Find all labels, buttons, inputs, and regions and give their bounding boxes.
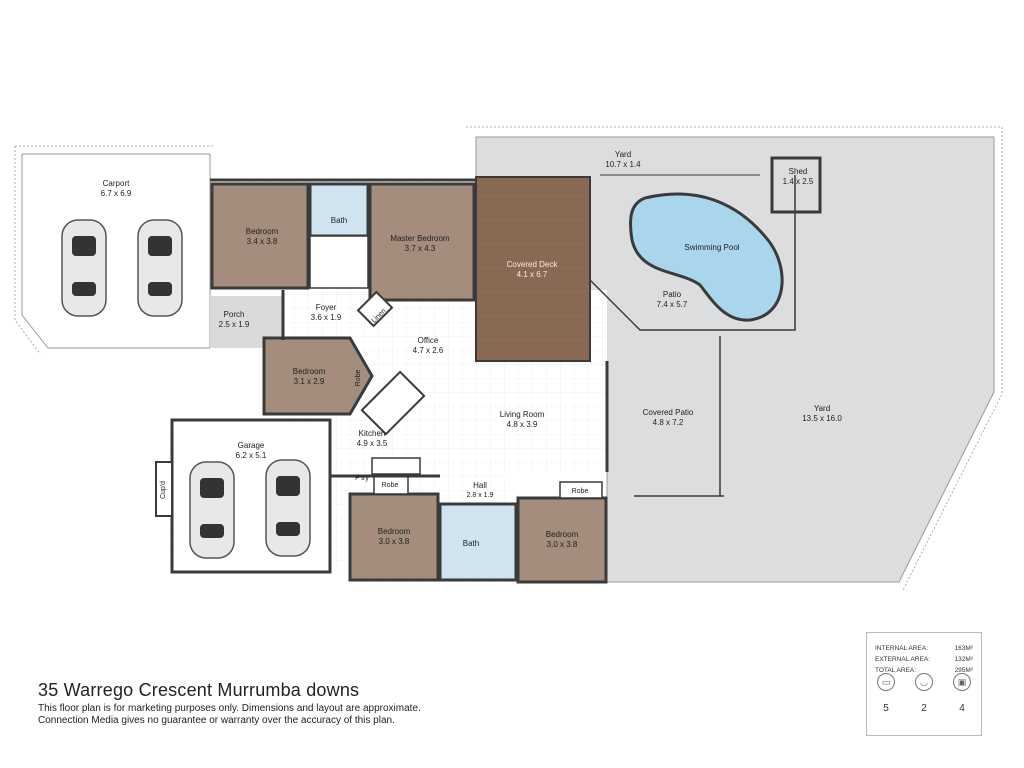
internal-area-label: INTERNAL AREA: [875,645,928,652]
kitchen-name: Kitchen [359,429,386,438]
yard-big-dim: 13.5 x 16.0 [802,414,842,423]
bathroom-count: ◡ 2 [911,673,937,714]
deck-name: Covered Deck [507,260,559,269]
cupd-name: Cup'd [160,481,167,499]
living-name: Living Room [500,410,545,419]
kitchen-bench [360,370,426,436]
car-space-count-value: 4 [959,703,965,714]
robe-sw-name: Robe [382,482,399,489]
internal-area-row: INTERNAL AREA: 163M² [867,645,981,652]
bathroom-count-value: 2 [921,703,927,714]
feature-counts: ▭ 5 ◡ 2 ▣ 4 [867,673,981,714]
patio-name: Patio [663,290,682,299]
bedroom-se [516,496,608,584]
external-area-value: 132M² [954,656,973,663]
master-dim: 3.7 x 4.3 [405,244,436,253]
total-area-value: 295M² [954,667,973,674]
bedroom-nw-dim: 3.4 x 3.8 [247,237,278,246]
car-icon [189,461,235,559]
hall-name: Hall [473,481,487,490]
living-dim: 4.8 x 3.9 [507,420,538,429]
yard-big-name: Yard [814,404,830,413]
covered-deck [475,176,591,362]
robe-mid-name: Robe [355,370,362,387]
bath-bottom [438,502,518,582]
car-space-count: ▣ 4 [949,673,975,714]
bedroom-sw-dim: 3.0 x 3.8 [379,537,410,546]
shed [770,156,822,214]
porch-name: Porch [224,310,245,319]
total-area-row: TOTAL AREA: 295M² [867,667,981,674]
disclaimer-line-2: Connection Media gives no guarantee or w… [38,715,395,726]
master-name: Master Bedroom [390,234,449,243]
ptry-name: P'try [355,475,369,482]
bedroom-se-dim: 3.0 x 3.8 [547,540,578,549]
patio-dim: 7.4 x 5.7 [657,300,688,309]
total-area-label: TOTAL AREA: [875,667,917,674]
bedroom-count-value: 5 [883,703,889,714]
covered-patio-name: Covered Patio [643,408,694,417]
bedroom-sw-name: Bedroom [378,527,411,536]
yard-top-name: Yard [615,150,631,159]
car-icon [61,219,107,317]
bed-icon: ▭ [877,673,895,691]
car-icon [137,219,183,317]
bedroom-sw [348,492,440,582]
carport-dim: 6.7 x 6.9 [101,189,132,198]
office-name: Office [418,336,439,345]
yard-top-dim: 10.7 x 1.4 [605,160,641,169]
bedroom-mid-dim: 3.1 x 2.9 [294,377,325,386]
external-area-row: EXTERNAL AREA: 132M² [867,656,981,663]
shed-dim: 1.4 x 2.5 [783,177,814,186]
covered-patio-dim: 4.8 x 7.2 [653,418,684,427]
office-dim: 4.7 x 2.6 [413,346,444,355]
car-icon: ▣ [953,673,971,691]
bedroom-nw-name: Bedroom [246,227,279,236]
deck-dim: 4.1 x 6.7 [517,270,548,279]
disclaimer-line-1: This floor plan is for marketing purpose… [38,703,421,714]
swimming-pool [629,192,784,322]
foyer-dim: 3.6 x 1.9 [311,313,342,322]
foyer-name: Foyer [316,303,337,312]
area-summary-panel: INTERNAL AREA: 163M² EXTERNAL AREA: 132M… [866,632,982,736]
internal-area-value: 163M² [954,645,973,652]
external-area-label: EXTERNAL AREA: [875,656,931,663]
bath-bottom-name: Bath [463,539,479,548]
master-bedroom [368,182,476,302]
shed-name: Shed [789,167,808,176]
hall-dim: 2.8 x 1.9 [467,492,494,499]
bedroom-mid [262,336,374,416]
bath-top-name: Bath [331,216,347,225]
bath-icon: ◡ [915,673,933,691]
porch-dim: 2.5 x 1.9 [219,320,250,329]
bedroom-mid-name: Bedroom [293,367,326,376]
bedroom-se-name: Bedroom [546,530,579,539]
garage-name: Garage [238,441,265,450]
pool-name: Swimming Pool [684,243,739,252]
car-icon [265,459,311,557]
bedroom-nw [210,182,310,290]
bath-top [308,182,370,238]
carport-name: Carport [103,179,130,188]
robe-se-name: Robe [572,488,589,495]
disclaimer: This floor plan is for marketing purpose… [38,703,458,727]
linen-closet [356,290,394,328]
bedroom-count: ▭ 5 [873,673,899,714]
garage-dim: 6.2 x 5.1 [236,451,267,460]
kitchen-dim: 4.9 x 3.5 [357,439,388,448]
property-title: 35 Warrego Crescent Murrumba downs [38,680,360,700]
